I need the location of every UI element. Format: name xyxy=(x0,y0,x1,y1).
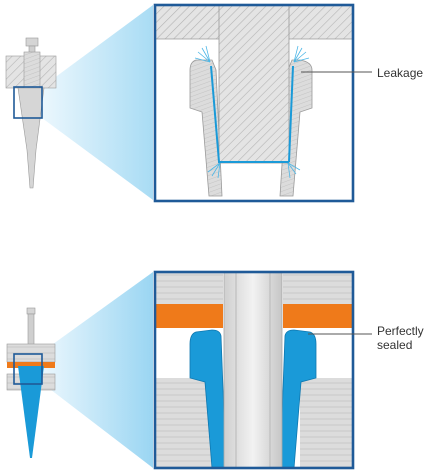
perfectly-sealed-label-line2: sealed xyxy=(377,338,413,352)
tip-wall-right xyxy=(279,329,317,468)
magnification-cone-bottom xyxy=(42,272,153,468)
magnification-cone-top xyxy=(42,5,153,200)
leakage-label: Leakage xyxy=(377,66,424,80)
upper-block-left xyxy=(155,272,223,304)
perfectly-sealed-label: Perfectly sealed xyxy=(377,324,447,352)
detail-frame-bottom xyxy=(153,270,355,470)
plunger xyxy=(218,5,290,164)
pipette-tip xyxy=(17,87,45,189)
sealed-assembly-thumbnail xyxy=(6,272,153,468)
highlight-box-top xyxy=(13,86,43,119)
lower-block-left xyxy=(155,378,213,468)
leak-spray-top-right xyxy=(293,45,310,63)
leak-spray-top-left xyxy=(194,45,211,63)
leakage-path-left xyxy=(210,65,289,163)
seal-ring-right xyxy=(283,304,353,328)
leakage-path-right xyxy=(288,65,294,163)
sealed-tip xyxy=(18,366,44,458)
leakage-detail-panel xyxy=(155,5,353,201)
leakage-assembly-thumbnail xyxy=(5,5,153,200)
perfectly-sealed-label-line1: Perfectly xyxy=(377,324,424,338)
detail-frame-top xyxy=(153,3,355,203)
seal-ring-left xyxy=(155,304,223,328)
seal-ring-thumbnail xyxy=(7,362,55,368)
central-tube xyxy=(223,272,283,468)
lower-block-right xyxy=(300,378,353,468)
tip-wall-left xyxy=(189,329,227,468)
upper-block-right xyxy=(283,272,353,304)
sealed-detail-panel xyxy=(155,272,353,468)
knob xyxy=(25,37,39,47)
leak-spray-bottom xyxy=(207,162,301,179)
highlight-box-bottom xyxy=(13,353,43,385)
